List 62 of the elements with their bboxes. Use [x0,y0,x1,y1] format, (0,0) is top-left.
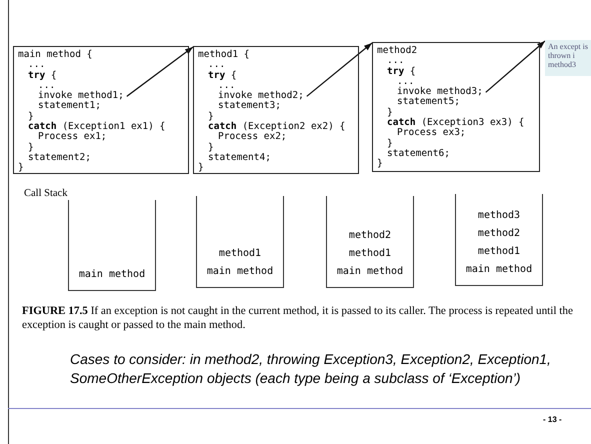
stack-frame-label: main method [206,266,274,277]
code-line: statement4; [208,152,271,164]
code-line: try { [208,70,237,81]
code-line: statement6; [387,148,450,160]
call-stack-container [68,200,156,291]
code-line: method1 { [198,50,250,60]
code-line: try { [28,70,57,81]
figure-caption: FIGURE 17.5 If an exception is not caught in the current method, it is passed to its caller. The process is repeated until the exception is caught or passed to the main method. [22,304,574,332]
code-line: } [208,142,214,153]
stack-frame-label: method1 [218,248,262,259]
code-line: invoke method2; [218,91,304,102]
code-line: catch (Exception1 ex1) { [28,122,166,132]
stack-frame-label: method2 [478,228,520,239]
stack-frame-label: method1 [478,246,520,257]
code-line: } [387,108,393,118]
code-line: catch (Exception3 ex3) { [387,118,524,128]
callout-box [545,40,591,76]
code-line: ... [218,80,236,91]
stack-frame-label: main method [336,266,404,277]
code-line: } [208,112,214,122]
call-stack-container [326,196,414,288]
stack-frame-label: main method [466,264,532,275]
code-line: } [18,163,24,174]
code-line: Process ex1; [38,132,107,143]
code-line: ... [387,56,404,67]
code-line: method2 [377,46,418,56]
code-line: ... [397,76,414,87]
arrow [485,40,546,93]
callout-text: An except is thrown i method3 [548,42,588,69]
code-line: Process ex3; [397,128,466,139]
code-box [372,42,540,172]
code-line: } [28,112,34,122]
code-line: ... [208,60,226,71]
code-line: try { [387,66,416,77]
stack-frame-label: method3 [478,210,520,221]
code-line: } [377,159,383,170]
code-line: } [387,138,393,149]
code-line: ... [28,60,46,71]
code-line: statement2; [28,152,91,164]
page-number: - 13 - [543,415,562,424]
stack-frame-label: method2 [348,230,392,241]
note-text: Cases to consider: in method2, throwing Exception3, Exception2, Exception1, SomeOtherException objects (each type being a subclass of ‘Exception’) [70,350,552,388]
call-stack-container [455,194,543,286]
code-line: statement3; [218,101,281,112]
code-line: invoke method3; [397,87,483,98]
code-line: } [198,163,204,174]
code-box [193,46,359,174]
section-label: Call Stack [24,188,68,199]
code-line: catch (Exception2 ex2) { [208,122,346,132]
code-line: Process ex2; [218,132,287,143]
code-line: ... [38,80,56,91]
arrow [126,46,194,97]
code-line: main method { [18,50,92,60]
arrow [306,42,372,97]
call-stack-container [196,196,284,288]
code-line: statement5; [397,97,460,108]
stack-frame-label: method1 [348,248,392,259]
code-line: invoke method1; [38,91,124,102]
code-box [13,46,189,174]
code-line: } [28,142,34,153]
stack-frame-label: main method [78,269,146,280]
code-line: statement1; [38,101,101,112]
